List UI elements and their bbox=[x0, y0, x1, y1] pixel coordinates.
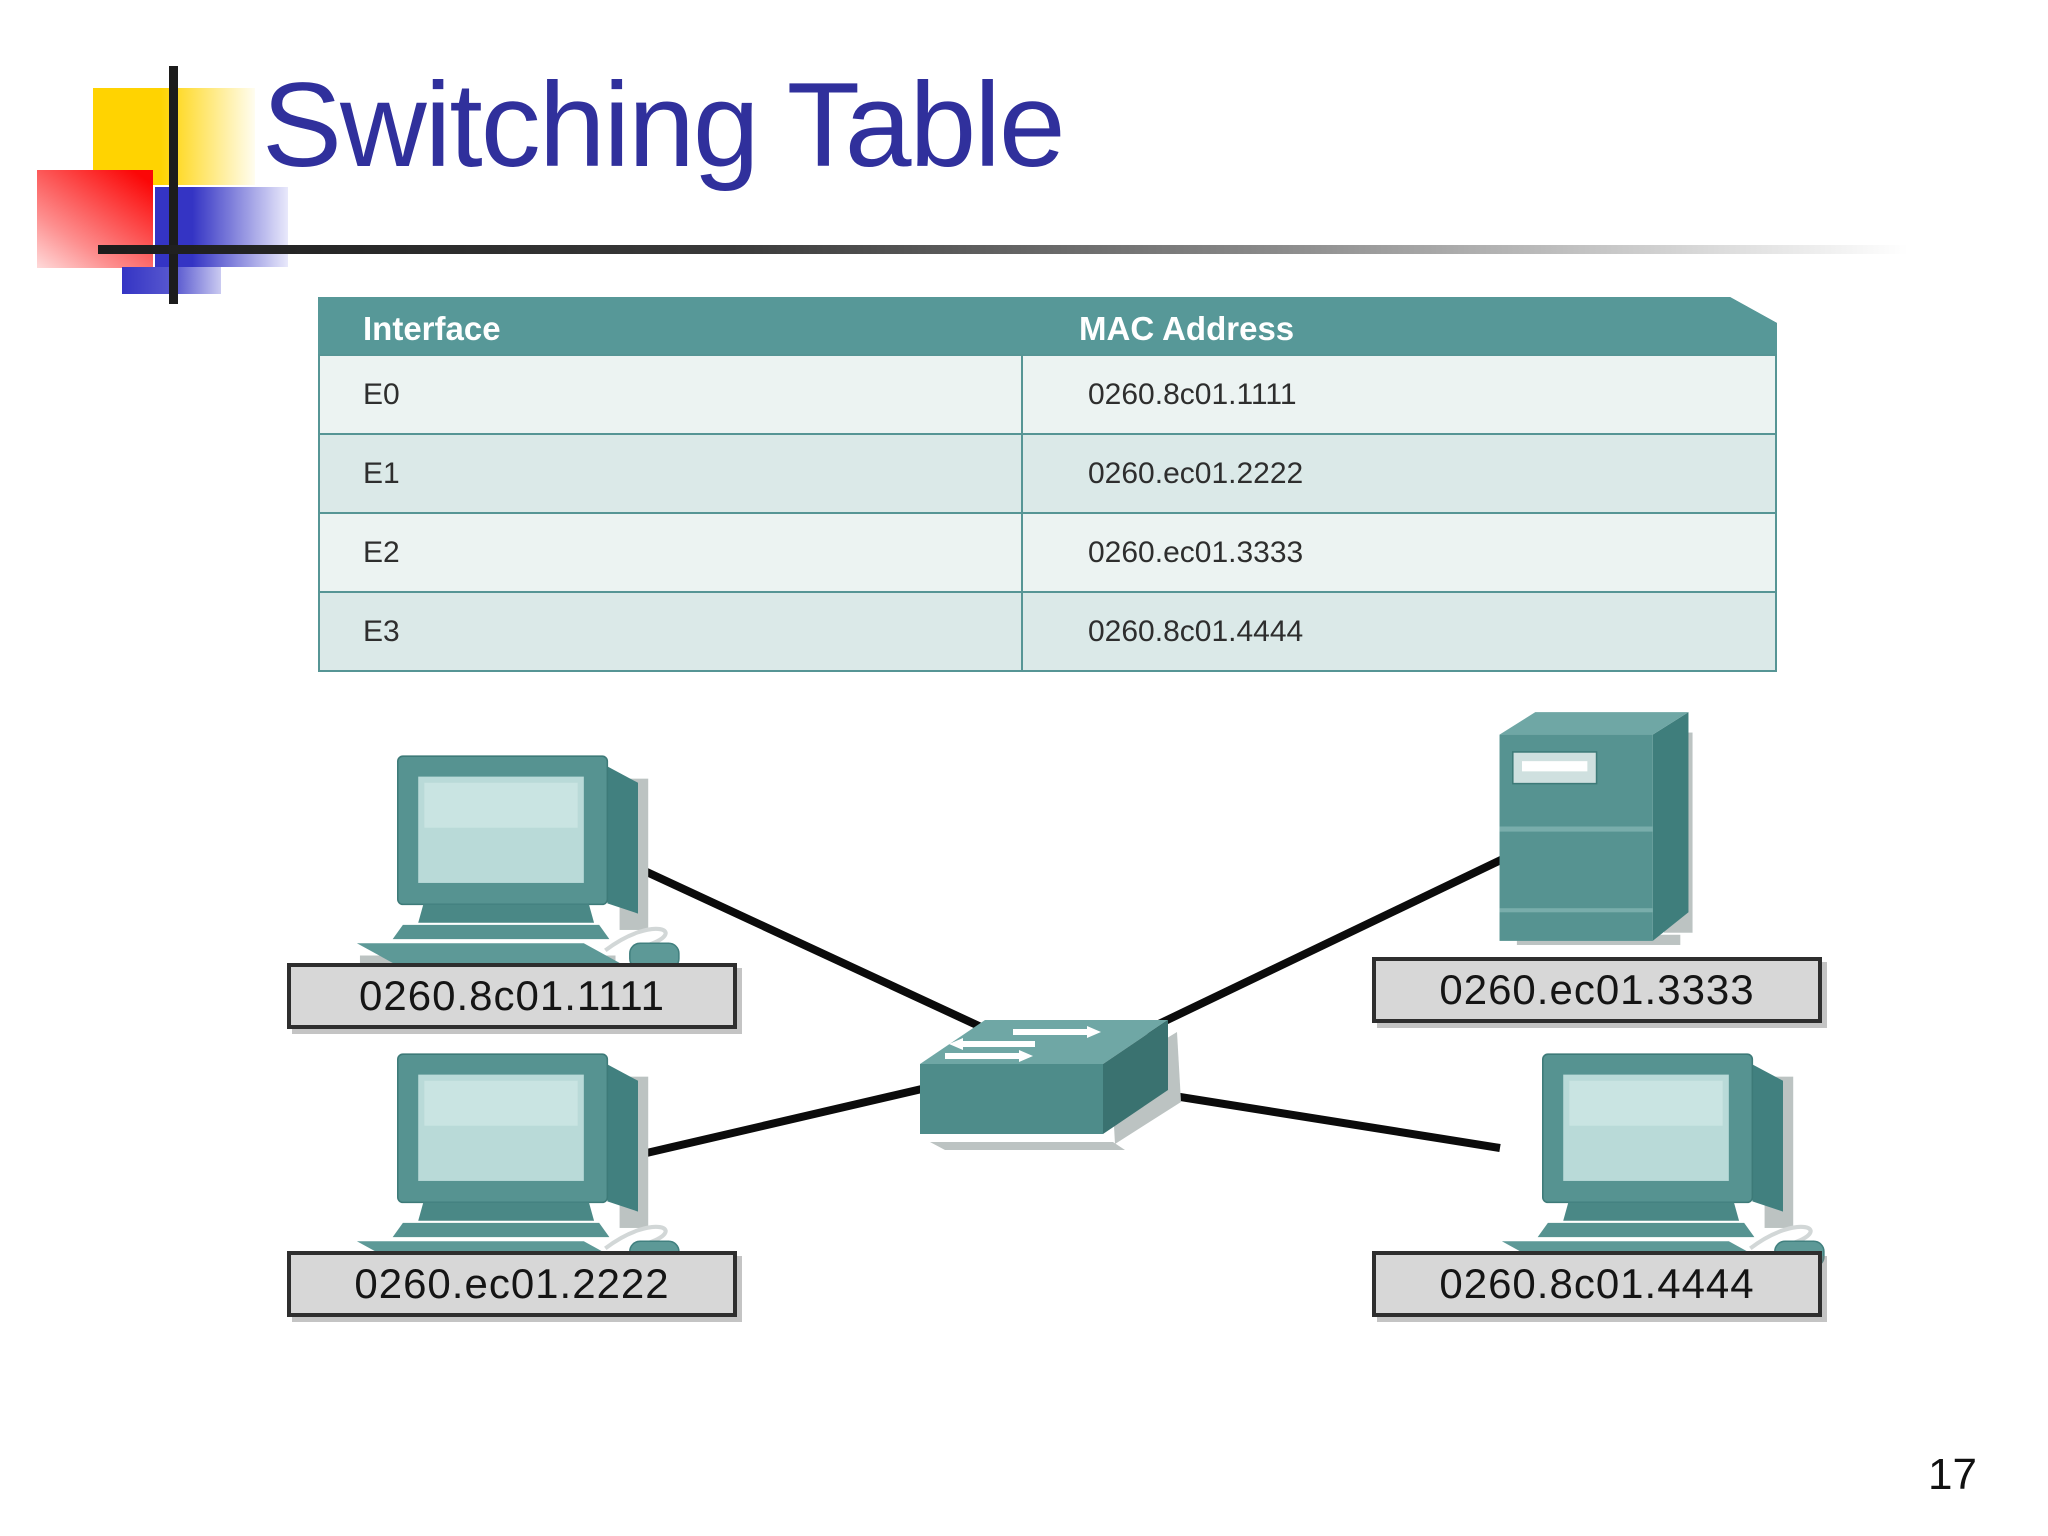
mac-address-label: 0260.8c01.4444 bbox=[1372, 1251, 1822, 1317]
interface-cell: E2 bbox=[320, 514, 1023, 591]
switch-icon bbox=[920, 1020, 1181, 1150]
mac-address-label: 0260.ec01.2222 bbox=[287, 1251, 737, 1317]
table-row: E3 0260.8c01.4444 bbox=[320, 593, 1775, 670]
title-underline bbox=[98, 245, 1908, 254]
interface-cell: E0 bbox=[320, 356, 1023, 433]
column-header-mac-address: MAC Address bbox=[1079, 310, 1295, 347]
mac-cell: 0260.8c01.1111 bbox=[1023, 356, 1775, 433]
interface-cell: E3 bbox=[320, 593, 1023, 670]
mac-cell: 0260.ec01.2222 bbox=[1023, 435, 1775, 512]
table-header-row: Interface MAC Address bbox=[318, 297, 1777, 354]
page-title: Switching Table bbox=[262, 58, 1066, 192]
mac-address-label: 0260.ec01.3333 bbox=[1372, 957, 1822, 1023]
switching-table: Interface MAC Address E0 0260.8c01.1111 … bbox=[318, 297, 1777, 672]
table-row: E2 0260.ec01.3333 bbox=[320, 514, 1775, 591]
mac-cell: 0260.ec01.3333 bbox=[1023, 514, 1775, 591]
table-row: E1 0260.ec01.2222 bbox=[320, 435, 1775, 512]
mac-address-text: 0260.ec01.3333 bbox=[1439, 966, 1755, 1013]
mac-address-label: 0260.8c01.1111 bbox=[287, 963, 737, 1029]
page-number: 17 bbox=[1928, 1450, 1977, 1499]
table-row: E0 0260.8c01.1111 bbox=[320, 356, 1775, 433]
decoration-vertical-line bbox=[169, 66, 178, 304]
switch-port-arrows bbox=[945, 1029, 1087, 1059]
column-header-interface: Interface bbox=[363, 310, 501, 347]
mac-cell: 0260.8c01.4444 bbox=[1023, 593, 1775, 670]
interface-cell: E1 bbox=[320, 435, 1023, 512]
workstation-icon bbox=[300, 1046, 700, 1276]
workstation-icon bbox=[1445, 1046, 1845, 1276]
mac-address-text: 0260.8c01.1111 bbox=[359, 972, 665, 1019]
mac-address-text: 0260.ec01.2222 bbox=[354, 1260, 670, 1307]
mac-address-text: 0260.8c01.4444 bbox=[1439, 1260, 1755, 1307]
workstation-icon bbox=[300, 748, 700, 978]
server-icon bbox=[1498, 711, 1694, 946]
